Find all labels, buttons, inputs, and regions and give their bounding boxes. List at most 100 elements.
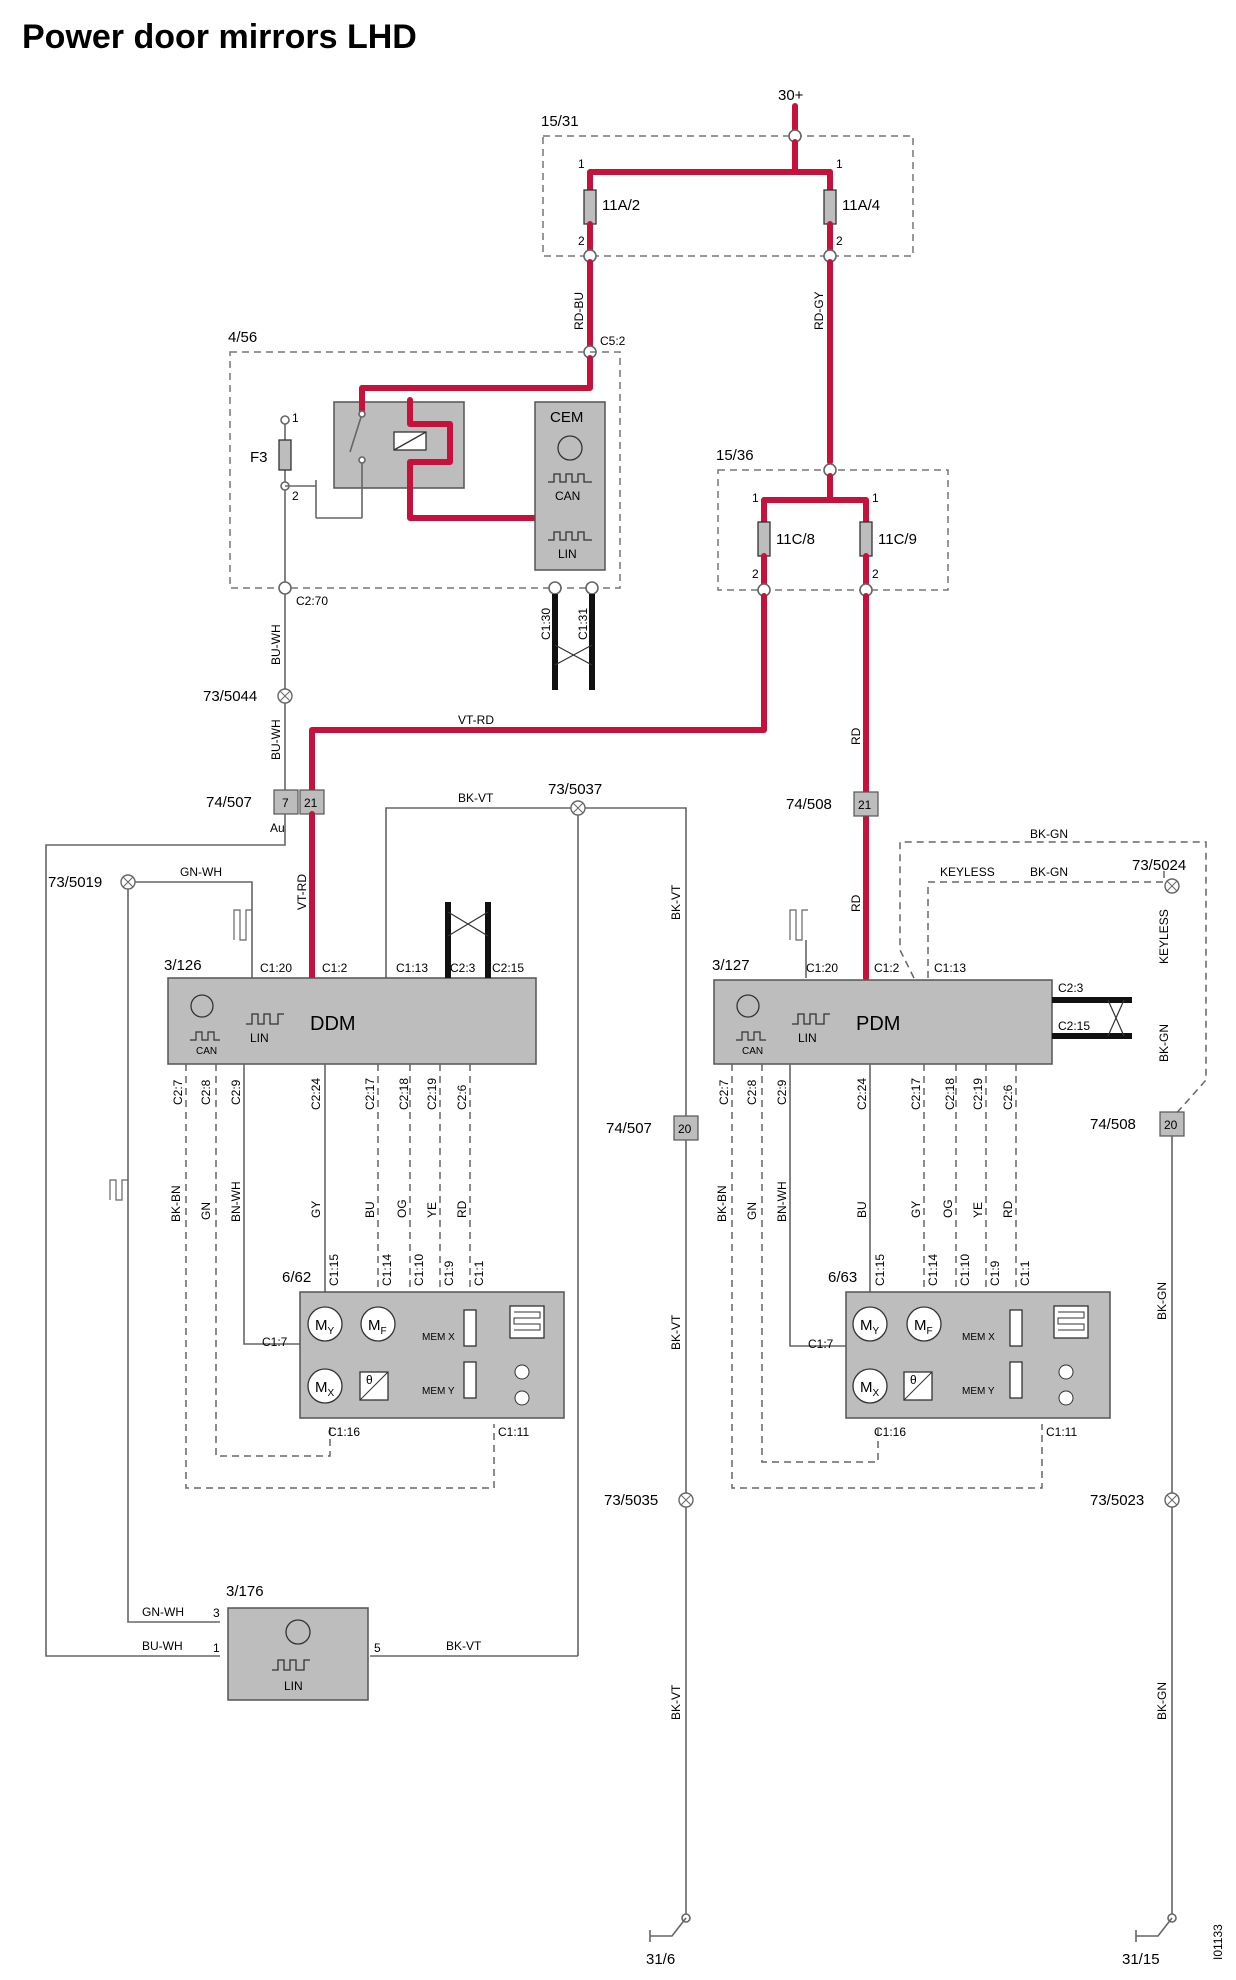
svg-text:C2:24: C2:24 [855,1078,869,1110]
svg-text:1: 1 [292,411,299,425]
svg-text:5: 5 [374,1641,381,1655]
svg-text:C2:7: C2:7 [717,1079,731,1105]
svg-text:C1:1: C1:1 [1018,1260,1032,1286]
svg-text:2: 2 [578,234,585,248]
wire-bu-wh-2: BU-WH [269,719,283,760]
wire-bk-gn-3: BK-GN [1157,1024,1171,1062]
svg-text:BK-BN: BK-BN [169,1185,183,1222]
pdm-id: 3/127 [712,957,750,974]
mem-x-potentiometer [1009,1309,1023,1347]
svg-text:LIN: LIN [284,1679,303,1693]
connector-508b-label: 74/508 [1090,1116,1136,1133]
svg-text:C1:7: C1:7 [262,1335,288,1349]
wire-vt-rd-2: VT-RD [295,874,309,910]
svg-text:C2:19: C2:19 [425,1078,439,1110]
svg-text:C1:14: C1:14 [380,1254,394,1286]
cem-box-id: 4/56 [228,329,257,346]
wire-vt-rd: VT-RD [458,713,494,727]
svg-text:LIN: LIN [250,1031,269,1045]
svg-text:C1:2: C1:2 [874,961,900,975]
svg-text:C2:8: C2:8 [199,1079,213,1105]
fuse-11a2 [583,189,597,225]
splice-5019-label: 73/5019 [48,874,102,891]
svg-text:C2:8: C2:8 [745,1079,759,1105]
lamp-icon-2 [514,1390,530,1406]
svg-text:C1:15: C1:15 [327,1254,341,1286]
svg-text:C2:3: C2:3 [450,961,476,975]
wire-au: Au [270,821,285,835]
svg-text:YE: YE [425,1202,439,1218]
connector-508-pin20 [1159,1111,1185,1137]
ground-31-15: 31/15 [1122,1951,1160,1968]
wire-bk-gn-2: BK-GN [1030,865,1068,879]
svg-text:OG: OG [395,1199,409,1218]
wire-bu-wh-3: BU-WH [142,1639,183,1653]
motor-x-icon [307,1368,343,1404]
module-176-id: 3/176 [226,1583,264,1600]
svg-text:C2:9: C2:9 [229,1079,243,1105]
svg-text:1: 1 [578,157,585,171]
splice-5037-label: 73/5037 [548,781,602,798]
mem-y-potentiometer [1009,1361,1023,1399]
heating-element-icon [509,1305,545,1339]
mirror-r-id: 6/63 [828,1269,857,1286]
heating-element-icon [1053,1305,1089,1339]
fuse-11c9-label: 11C/9 [878,531,917,548]
mem-x-potentiometer [463,1309,477,1347]
svg-text:BU: BU [855,1201,869,1218]
svg-text:MEM X: MEM X [962,1332,995,1343]
pin-c270: C2:70 [296,594,328,608]
svg-text:2: 2 [836,234,843,248]
svg-text:C2:15: C2:15 [492,961,524,975]
supply-label: 30+ [778,87,804,104]
svg-text:C1:7: C1:7 [808,1337,834,1351]
wire-rd-gy: RD-GY [812,291,826,330]
svg-text:GN: GN [199,1202,213,1220]
svg-text:C1:9: C1:9 [988,1260,1002,1286]
svg-text:CAN: CAN [742,1046,763,1057]
splice-5044-label: 73/5044 [203,688,257,705]
connector-507b-label: 74/507 [606,1120,652,1137]
svg-text:1: 1 [836,157,843,171]
svg-text:C2:3: C2:3 [1058,981,1084,995]
wire-bk-gn-4: BK-GN [1155,1282,1169,1320]
fuse-box-15-31 [542,135,914,257]
motor-y-icon [852,1306,888,1342]
svg-text:C1:16: C1:16 [328,1425,360,1439]
svg-text:C2:7: C2:7 [171,1079,185,1105]
fuse-11c8-label: 11C/8 [776,531,815,548]
svg-text:GY: GY [909,1201,923,1218]
pdm-processor-icon [736,994,760,1018]
svg-text:LIN: LIN [798,1031,817,1045]
wire-gn-wh-1: GN-WH [180,865,222,879]
svg-text:C1:15: C1:15 [873,1254,887,1286]
svg-text:21: 21 [858,798,872,812]
svg-text:RD: RD [455,1200,469,1218]
svg-text:C1:20: C1:20 [260,961,292,975]
svg-text:C2:15: C2:15 [1058,1019,1090,1033]
motor-y-icon [307,1306,343,1342]
wire-bk-vt-2: BK-VT [669,884,683,920]
svg-text:YE: YE [971,1202,985,1218]
svg-text:CAN: CAN [196,1046,217,1057]
svg-text:1: 1 [752,491,759,505]
svg-text:1: 1 [872,491,879,505]
svg-text:1: 1 [213,1641,220,1655]
svg-text:C1:11: C1:11 [1046,1425,1077,1439]
ddm-module [167,977,537,1065]
svg-text:MEM Y: MEM Y [962,1386,995,1397]
wire-bk-vt-1: BK-VT [458,791,494,805]
fuse-11a2-label: 11A/2 [602,197,640,214]
svg-text:C1:20: C1:20 [806,961,838,975]
lamp-icon-1 [1058,1364,1074,1380]
wire-rd-2: RD [849,894,863,912]
svg-text:BN-WH: BN-WH [229,1181,243,1222]
cem-lin-label: LIN [558,547,577,561]
svg-text:GY: GY [309,1201,323,1218]
svg-text:θ: θ [910,1373,917,1387]
svg-text:2: 2 [872,567,879,581]
splice-5024-label: 73/5024 [1132,857,1186,874]
connector-507-label: 74/507 [206,794,252,811]
svg-text:GN: GN [745,1202,759,1220]
